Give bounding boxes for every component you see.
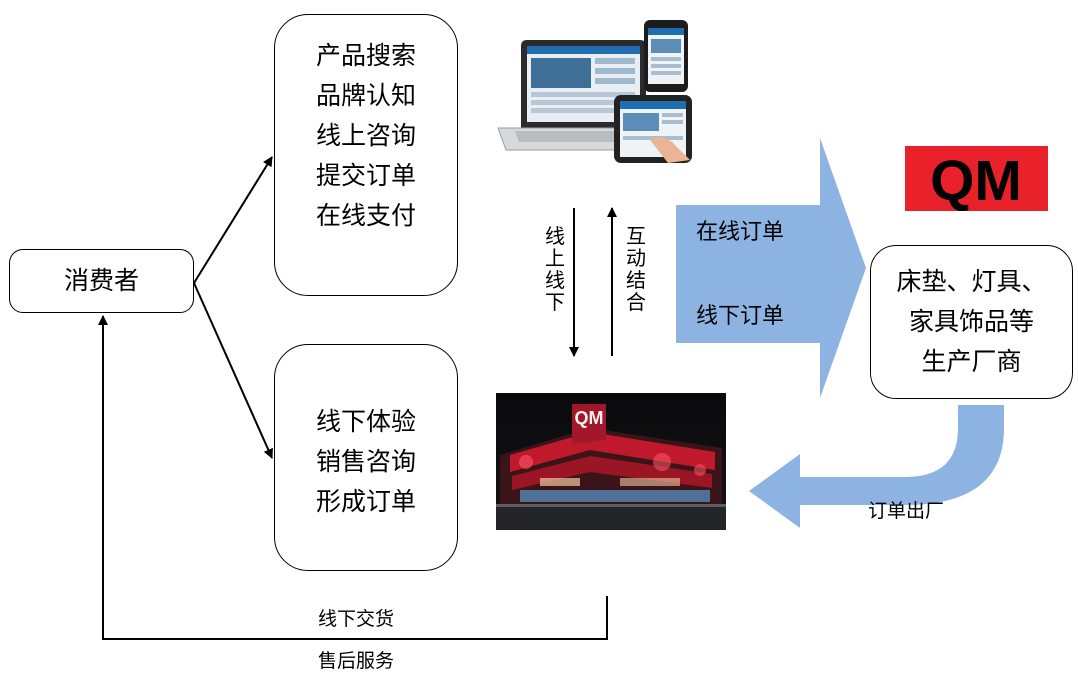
consumer-label: 消费者 — [63, 266, 139, 295]
vchar: 结 — [626, 268, 646, 292]
store-image — [496, 393, 726, 530]
manufacturer-line: 床垫、灯具、 — [896, 267, 1047, 296]
interaction-label: 互 动 结 合 — [624, 225, 648, 313]
order-flow-arrow — [676, 138, 866, 398]
offline-item: 线下体验 — [315, 407, 416, 436]
online-item: 在线支付 — [315, 201, 416, 230]
store-sign: QM — [575, 408, 604, 428]
delivery-label: 线下交货 — [318, 608, 395, 630]
offline-item: 销售咨询 — [315, 447, 416, 476]
qm-logo-bg — [905, 146, 1048, 211]
online-activity-list: 产品搜索 品牌认知 线上咨询 提交订单 在线支付 — [274, 36, 458, 236]
vchar: 合 — [626, 290, 646, 314]
vchar: 上 — [545, 246, 565, 270]
delivery-line — [98, 315, 608, 640]
factory-return-arrow — [749, 405, 1004, 528]
offline-activity-list: 线下体验 销售咨询 形成订单 — [274, 402, 458, 522]
manufacturer-list: 床垫、灯具、 家具饰品等 生产厂商 — [870, 262, 1073, 382]
manufacturer-line: 生产厂商 — [921, 347, 1022, 376]
vchar: 下 — [545, 290, 565, 314]
devices-image — [497, 20, 692, 163]
vchar: 线 — [545, 224, 565, 248]
online-item: 线上咨询 — [315, 121, 416, 150]
consumer-label-wrap: 消费者 — [9, 261, 194, 301]
qm-logo: QM — [930, 149, 1022, 213]
vchar: 互 — [626, 224, 646, 248]
online-item: 产品搜索 — [315, 41, 416, 70]
online-item: 品牌认知 — [315, 81, 416, 110]
vchar: 动 — [626, 246, 646, 270]
offline-activity-box — [274, 344, 458, 571]
offline-order-label: 线下订单 — [696, 304, 785, 329]
online-offline-label: 线 上 线 下 — [543, 225, 567, 313]
consumer-box — [9, 249, 194, 313]
manufacturer-line: 家具饰品等 — [908, 307, 1034, 336]
offline-item: 形成订单 — [315, 487, 416, 516]
manufacturer-box — [870, 245, 1073, 399]
vchar: 线 — [545, 268, 565, 292]
arrow-consumer-offline — [193, 282, 273, 459]
factory-out-label: 订单出厂 — [868, 500, 945, 522]
arrow-consumer-online — [193, 156, 273, 284]
online-item: 提交订单 — [315, 161, 416, 190]
online-activity-box — [274, 14, 458, 296]
after-sales-label: 售后服务 — [318, 650, 395, 672]
online-order-label: 在线订单 — [696, 220, 785, 245]
